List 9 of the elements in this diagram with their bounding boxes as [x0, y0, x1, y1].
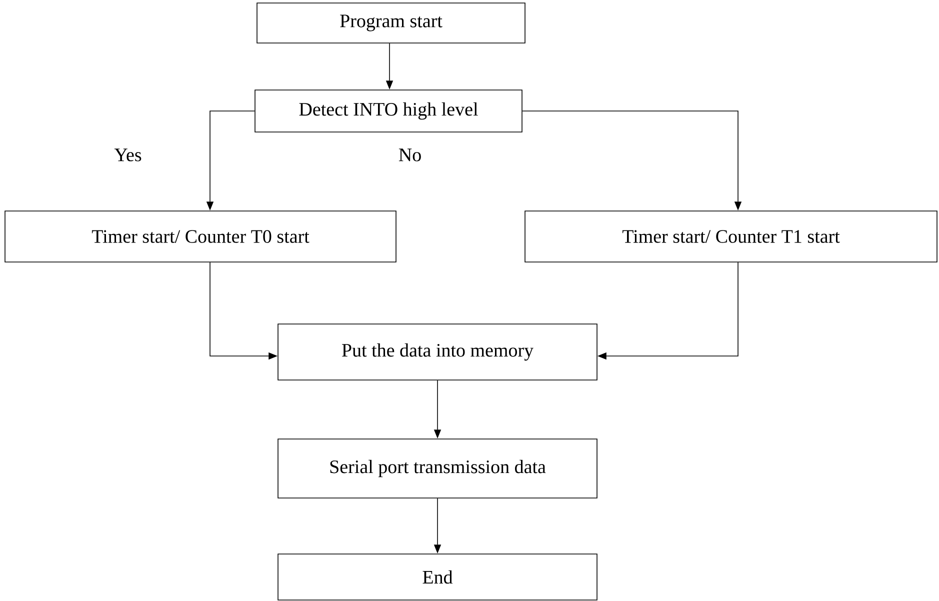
process-box: Serial port transmission data [278, 438, 598, 498]
process-box: Timer start/ Counter T1 start [524, 210, 938, 262]
process-box: Program start [256, 2, 526, 44]
branch-label: Yes [114, 148, 142, 162]
process-box: Put the data into memory [278, 324, 598, 380]
process-box: End [278, 554, 598, 600]
branch-label: No [398, 148, 421, 162]
process-box: Timer start/ Counter T0 start [4, 210, 396, 262]
process-box: Detect INTO high level [254, 90, 522, 132]
